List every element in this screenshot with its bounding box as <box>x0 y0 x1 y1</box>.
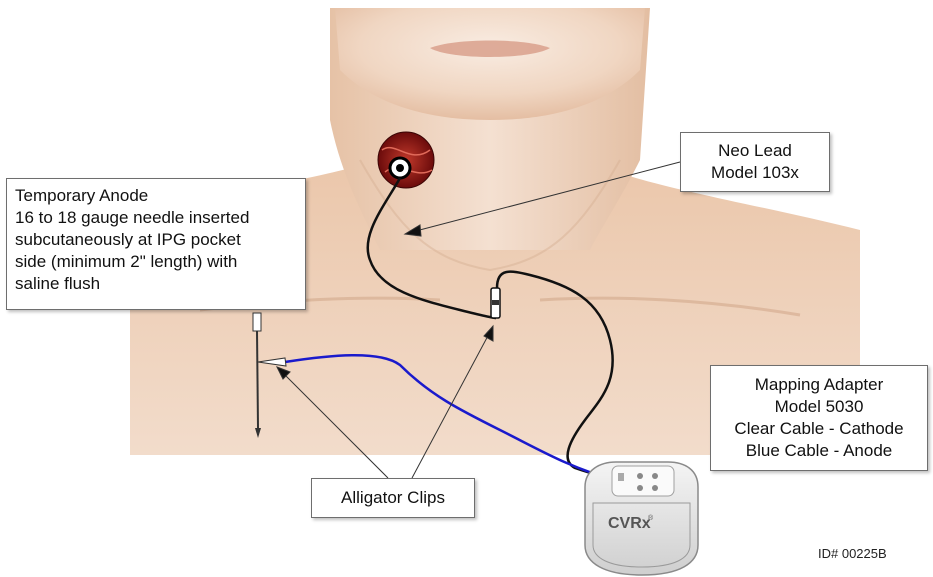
temporary-anode-line: 16 to 18 gauge needle inserted <box>15 207 297 229</box>
temporary-anode-line: subcutaneously at IPG pocket <box>15 229 297 251</box>
temporary-anode-line: Temporary Anode <box>15 185 297 207</box>
needle-hub <box>253 313 261 331</box>
label-alligator-clips: Alligator Clips <box>311 478 475 518</box>
device-logo: CVRx <box>608 515 651 532</box>
electrode-center <box>396 164 404 172</box>
carotid-sinus-inset <box>378 132 434 188</box>
temporary-anode-line: saline flush <box>15 273 297 295</box>
header-screw <box>618 473 624 481</box>
temporary-anode-line: side (minimum 2" length) with <box>15 251 297 273</box>
document-id: ID# 00225B <box>818 546 887 561</box>
connector-band <box>492 300 499 305</box>
label-mapping-adapter: Mapping Adapter Model 5030 Clear Cable -… <box>710 365 928 471</box>
header-port-3 <box>637 485 643 491</box>
header-port-4 <box>652 485 658 491</box>
header-port-2 <box>652 473 658 479</box>
mapping-adapter-line: Clear Cable - Cathode <box>719 418 919 440</box>
neo-lead-line: Neo Lead <box>689 140 821 162</box>
label-neo-lead: Neo Lead Model 103x <box>680 132 830 192</box>
needle-shaft <box>257 331 258 428</box>
header-port-1 <box>637 473 643 479</box>
ipg-device: CVRx ® <box>585 462 698 575</box>
mapping-adapter-line: Blue Cable - Anode <box>719 440 919 462</box>
neo-lead-line: Model 103x <box>689 162 821 184</box>
mapping-adapter-line: Mapping Adapter <box>719 374 919 396</box>
lead-connector <box>491 288 500 318</box>
alligator-clips-text: Alligator Clips <box>320 487 466 509</box>
mapping-adapter-line: Model 5030 <box>719 396 919 418</box>
label-temporary-anode: Temporary Anode 16 to 18 gauge needle in… <box>6 178 306 310</box>
device-logo-mark: ® <box>648 514 654 522</box>
